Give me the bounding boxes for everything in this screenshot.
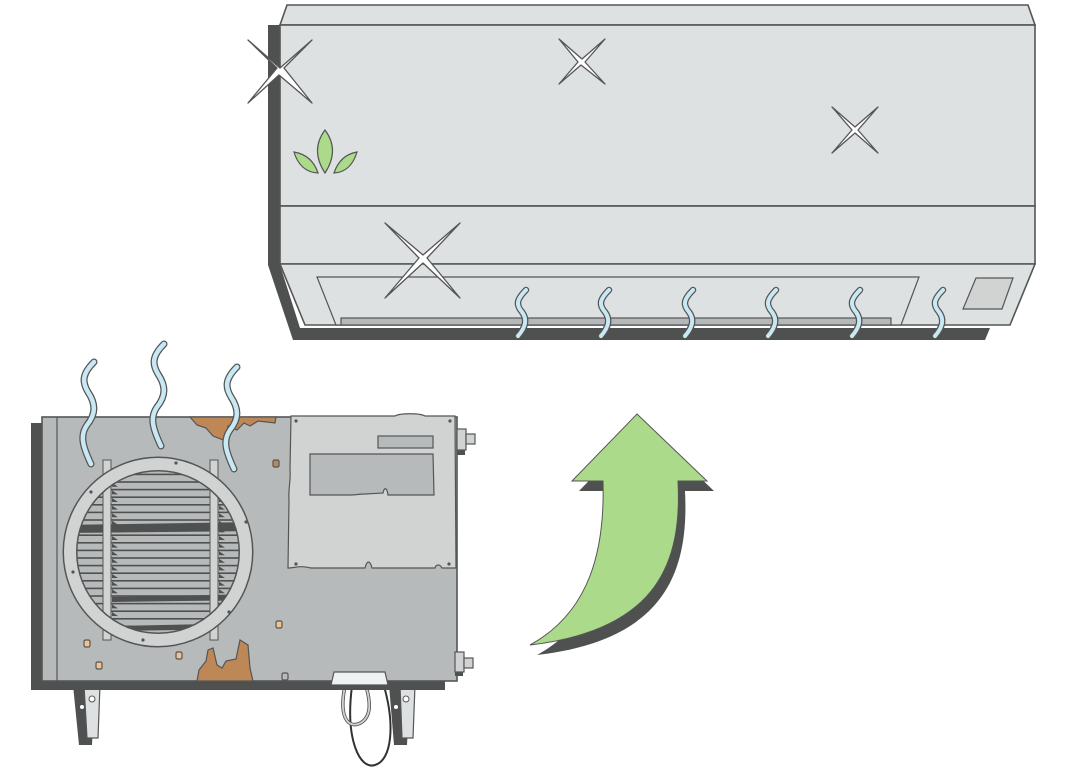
- sparkle-icon: [831, 106, 879, 154]
- indoor-unit-front: [279, 24, 1036, 207]
- fan-slat: [76, 542, 240, 544]
- cool-air-icon: [848, 286, 864, 340]
- fan-slat: [76, 496, 240, 498]
- cool-air-icon: [514, 286, 530, 340]
- outdoor-unit: [31, 340, 476, 767]
- outdoor-unit-fan: [62, 456, 254, 648]
- fan-slat: [76, 488, 240, 491]
- outdoor-unit-bracket: [330, 671, 389, 686]
- sparkle-icon: [384, 222, 461, 299]
- upgrade-arrow-icon: [529, 413, 714, 655]
- indoor-vapor: [514, 286, 947, 340]
- arrow-body: [529, 413, 709, 646]
- rust-patch: [188, 416, 277, 442]
- cool-air-icon: [79, 358, 98, 468]
- fan-slat: [76, 511, 240, 514]
- outdoor-unit-bolt: [456, 428, 476, 455]
- fan-slat: [76, 549, 240, 552]
- fan-slat: [76, 580, 240, 582]
- fan-slat: [76, 602, 240, 605]
- fan-slat: [76, 618, 240, 620]
- outdoor-unit-panel-cutout: [309, 453, 435, 496]
- sparkle-icon: [558, 38, 606, 85]
- fan-slat: [76, 557, 240, 559]
- fan-slat: [76, 519, 240, 521]
- outdoor-unit-leg-left: [73, 684, 101, 745]
- fan-slat: [76, 534, 240, 536]
- outdoor-unit-panel-slot: [377, 435, 434, 449]
- indoor-unit-lower-band: [279, 205, 1036, 265]
- cool-air-icon: [597, 286, 613, 340]
- indoor-unit-vane: [340, 317, 892, 326]
- fan-slat: [76, 473, 240, 476]
- fan-slat: [76, 610, 240, 612]
- fan-slat: [76, 504, 240, 506]
- indoor-unit-top: [278, 4, 1037, 26]
- fan-slat: [76, 595, 240, 597]
- fan-damage: [112, 524, 240, 531]
- rust-patch: [196, 639, 254, 682]
- cool-air-icon: [764, 286, 780, 340]
- indoor-unit: [247, 4, 1037, 340]
- cool-air-icon: [931, 286, 947, 340]
- outdoor-unit-leg-right: [389, 684, 416, 745]
- cool-air-icon: [222, 363, 241, 473]
- fan-slat: [76, 587, 240, 590]
- panel-screws: [294, 419, 452, 566]
- fan-slat: [76, 564, 240, 567]
- indoor-unit-display: [962, 277, 1014, 310]
- indoor-unit-louver: [316, 276, 920, 326]
- fan-slat: [76, 481, 240, 483]
- rust-spots: [83, 459, 289, 681]
- outdoor-unit-bolt: [454, 651, 474, 676]
- leaf-icon: [293, 128, 358, 175]
- fan-slat: [76, 572, 240, 574]
- outdoor-vapor: [79, 340, 241, 473]
- outdoor-unit-cable: [341, 685, 392, 767]
- cool-air-icon: [149, 340, 168, 450]
- cool-air-icon: [681, 286, 697, 340]
- sparkle-icon: [247, 39, 313, 104]
